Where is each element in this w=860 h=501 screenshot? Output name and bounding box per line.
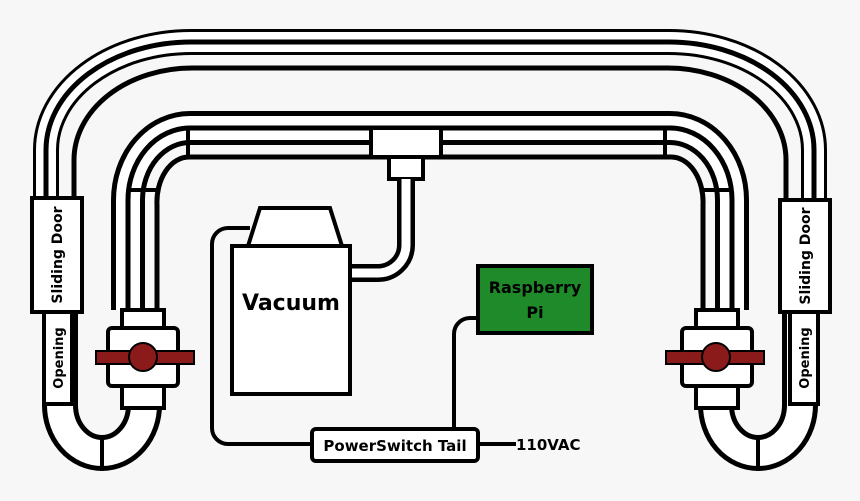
right-sliding-door-box: Sliding Door xyxy=(778,198,832,314)
opening-left-label: Opening xyxy=(52,327,67,388)
vacuum-hose xyxy=(349,179,415,282)
right-valve-knob xyxy=(701,342,731,372)
raspberry-pi: Raspberry Pi xyxy=(476,264,594,335)
powerswitch-tail-label: PowerSwitch Tail xyxy=(323,437,466,455)
right-opening-box: Opening xyxy=(788,310,820,406)
mains-label: 110VAC xyxy=(516,436,581,454)
vacuum-power-cord xyxy=(210,226,312,446)
opening-right-label: Opening xyxy=(798,327,813,388)
pi-signal-wire xyxy=(452,316,478,430)
vacuum: Vacuum xyxy=(230,206,352,396)
vacuum-body xyxy=(230,244,352,396)
left-sliding-door-box: Sliding Door xyxy=(30,196,84,314)
raspberry-pi-box xyxy=(476,264,594,335)
sliding-door-left-label: Sliding Door xyxy=(50,206,66,303)
right-trap xyxy=(698,310,818,472)
left-trap xyxy=(42,310,162,472)
left-opening-box: Opening xyxy=(42,310,74,406)
raspberry-pi-label-line1: Raspberry xyxy=(489,278,582,297)
outer-arch-pipe xyxy=(33,29,827,200)
sliding-door-right-label: Sliding Door xyxy=(798,207,814,304)
powerswitch-tail: PowerSwitch Tail xyxy=(310,427,480,463)
left-valve-knob xyxy=(128,342,158,372)
vacuum-lid xyxy=(245,206,345,248)
vacuum-label: Vacuum xyxy=(242,291,340,316)
tee-fitting xyxy=(369,126,443,181)
right-valve xyxy=(665,308,765,410)
raspberry-pi-label-line2: Pi xyxy=(526,303,543,322)
left-valve xyxy=(95,308,195,410)
